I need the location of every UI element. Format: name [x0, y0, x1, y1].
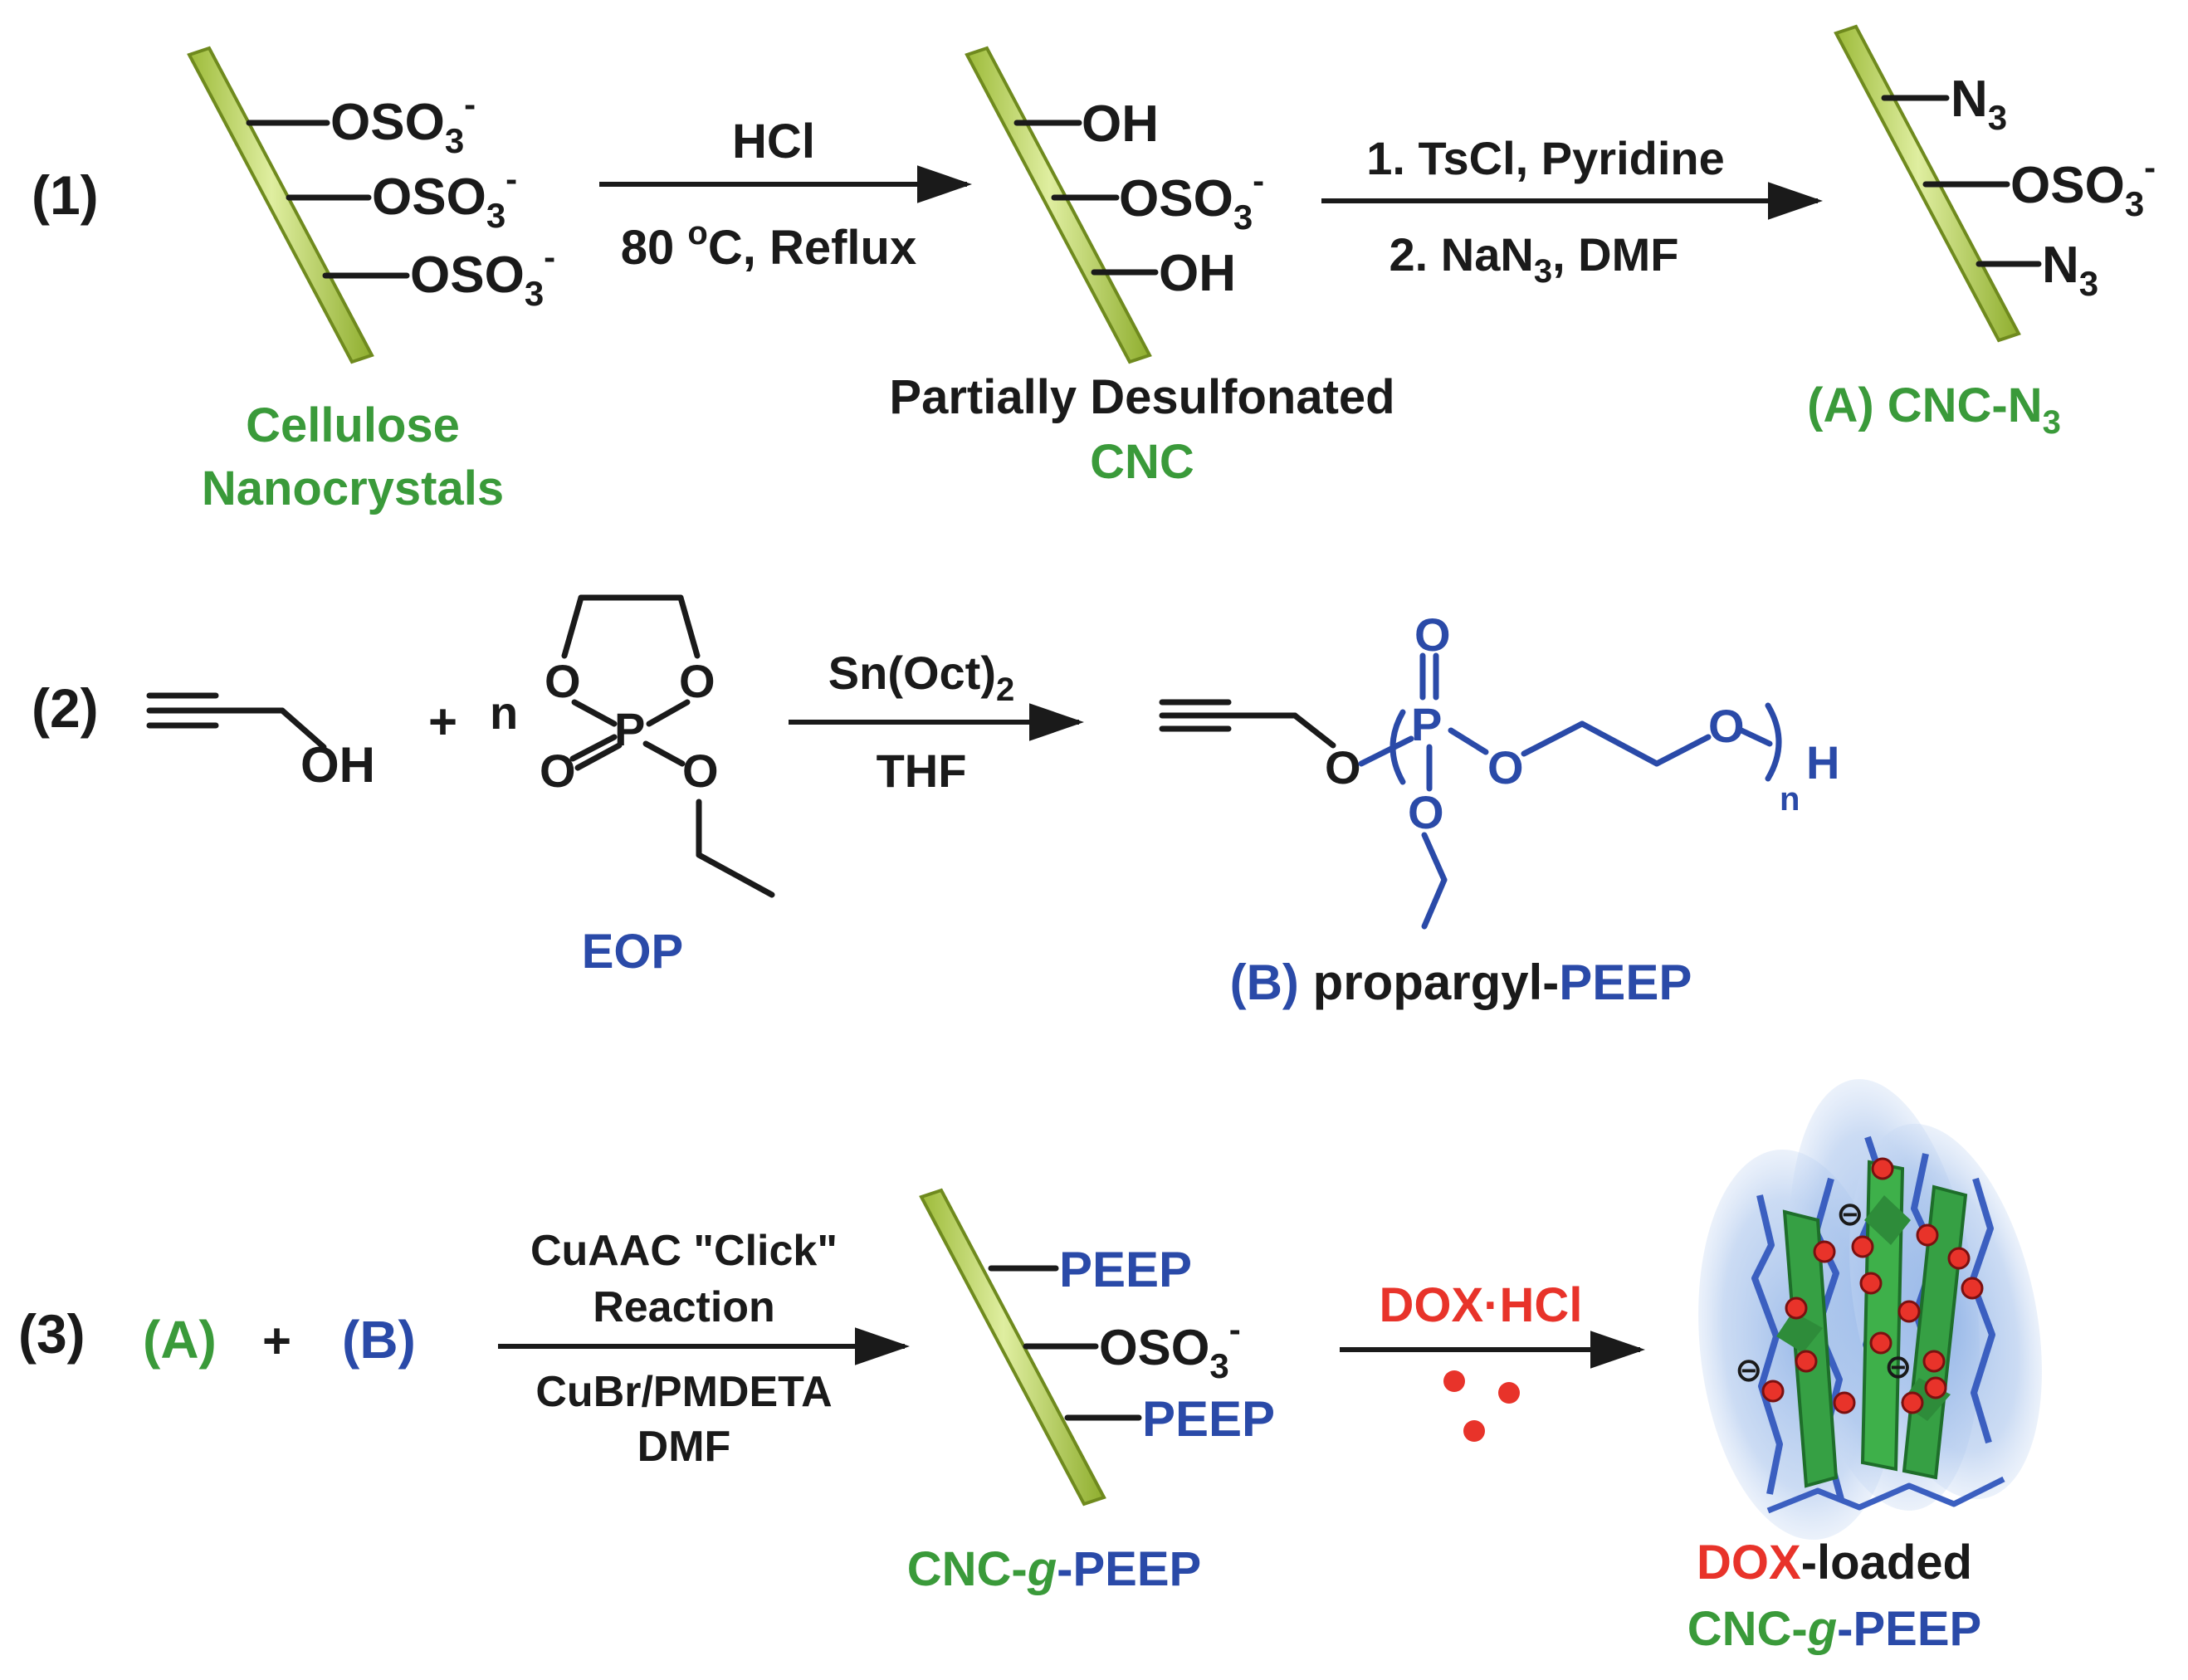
plus-sign-2: +: [262, 1313, 291, 1369]
product-group-3: N3: [2042, 237, 2098, 303]
step-3-label: (3): [18, 1303, 85, 1365]
product-group-2: OSO3-: [2010, 148, 2156, 223]
arrow-2-step2: 2. NaN3, DMF: [1389, 228, 1679, 290]
reagent-a: (A): [143, 1310, 217, 1370]
negative-charge-1: ⊖: [1836, 1196, 1864, 1233]
svg-text:O: O: [679, 655, 715, 707]
reactant-sulfate-groups: OSO3- OSO3- OSO3-: [246, 85, 555, 313]
reactant-name-line2: Nanocrystals: [202, 462, 504, 515]
dox-loaded-label-line1: DOX-loaded: [1697, 1536, 1972, 1590]
arrow-1-reagent: HCl: [732, 115, 815, 168]
svg-text:P: P: [614, 703, 645, 755]
step-1-label: (1): [32, 164, 99, 226]
svg-text:n: n: [1780, 781, 1800, 818]
arrow-4-conditions-1: CuBr/PMDETA: [535, 1368, 832, 1416]
svg-text:O: O: [540, 745, 576, 797]
arrow-2-step1: 1. TsCl, Pyridine: [1366, 132, 1725, 184]
arrow-3-solvent: THF: [877, 745, 967, 797]
svg-text:O: O: [682, 745, 719, 797]
intermediate-name-line1: Partially Desulfonated: [889, 370, 1394, 424]
intermediate-group-3: OH: [1159, 245, 1236, 302]
propargyl-oh: OH: [300, 737, 375, 793]
dox-reagent: DOX·HCl: [1380, 1278, 1583, 1332]
grafted-rod-groups: PEEP OSO3- PEEP: [988, 1242, 1275, 1447]
dox-loaded-label-line2: CNC-g-PEEP: [1687, 1602, 1981, 1656]
svg-text:O: O: [1487, 741, 1524, 794]
reactant-group-1: OSO3-: [330, 85, 476, 160]
svg-text:H: H: [1806, 736, 1839, 789]
reactant-name-line1: Cellulose: [246, 398, 460, 452]
graft-group-3: PEEP: [1142, 1391, 1275, 1447]
intermediate-name-line2: CNC: [1090, 435, 1194, 489]
reactant-group-3: OSO3-: [410, 237, 555, 313]
product-a-label: (A) CNC-N3: [1807, 378, 2061, 441]
cellulose-rod-4: [919, 1188, 1106, 1507]
arrow-4-line2: Reaction: [593, 1283, 775, 1331]
plus-sign-1: +: [428, 694, 457, 750]
propargyl-peep-structure: O P O O O O n H: [1159, 608, 1839, 930]
cellulose-rod-2: [965, 46, 1152, 364]
graft-group-2: OSO3-: [1099, 1310, 1241, 1385]
svg-text:O: O: [1325, 741, 1361, 794]
reactant-group-2: OSO3-: [372, 159, 517, 235]
svg-text:O: O: [1708, 700, 1745, 752]
monomer-n: n: [490, 686, 518, 739]
negative-charge-3: ⊖: [1884, 1349, 1912, 1385]
eop-monomer: O O P O O: [540, 594, 775, 898]
cellulose-rod-1: [187, 46, 374, 364]
propargyl-alcohol: OH: [146, 692, 375, 793]
eop-name: EOP: [582, 925, 684, 979]
arrow-1-conditions: 80 oC, Reflux: [621, 215, 916, 275]
product-group-1: N3: [1951, 71, 2007, 137]
svg-text:O: O: [1408, 786, 1444, 838]
intermediate-groups: OH OSO3- OH: [1013, 95, 1264, 302]
intermediate-group-1: OH: [1082, 95, 1159, 153]
dox-loaded-aggregate: ⊖ ⊖ ⊖: [1698, 1079, 2042, 1541]
graft-group-1: PEEP: [1059, 1242, 1192, 1297]
reagent-b: (B): [342, 1310, 416, 1370]
negative-charge-2: ⊖: [1735, 1352, 1763, 1389]
svg-text:P: P: [1411, 698, 1442, 750]
dox-molecules: [1443, 1370, 1520, 1442]
arrow-4-line1: CuAAC "Click": [530, 1227, 838, 1275]
svg-text:O: O: [545, 655, 581, 707]
arrow-3-catalyst: Sn(Oct)2: [828, 647, 1014, 708]
svg-text:O: O: [1414, 608, 1451, 661]
step-2-label: (2): [32, 677, 99, 739]
intermediate-group-2: OSO3-: [1119, 161, 1264, 237]
arrow-4-conditions-2: DMF: [637, 1423, 731, 1471]
product-b-label: (B) propargyl-PEEP: [1230, 955, 1692, 1010]
cnc-g-peep-label: CNC-g-PEEP: [907, 1542, 1201, 1596]
product-groups: N3 OSO3- N3: [1881, 71, 2156, 303]
